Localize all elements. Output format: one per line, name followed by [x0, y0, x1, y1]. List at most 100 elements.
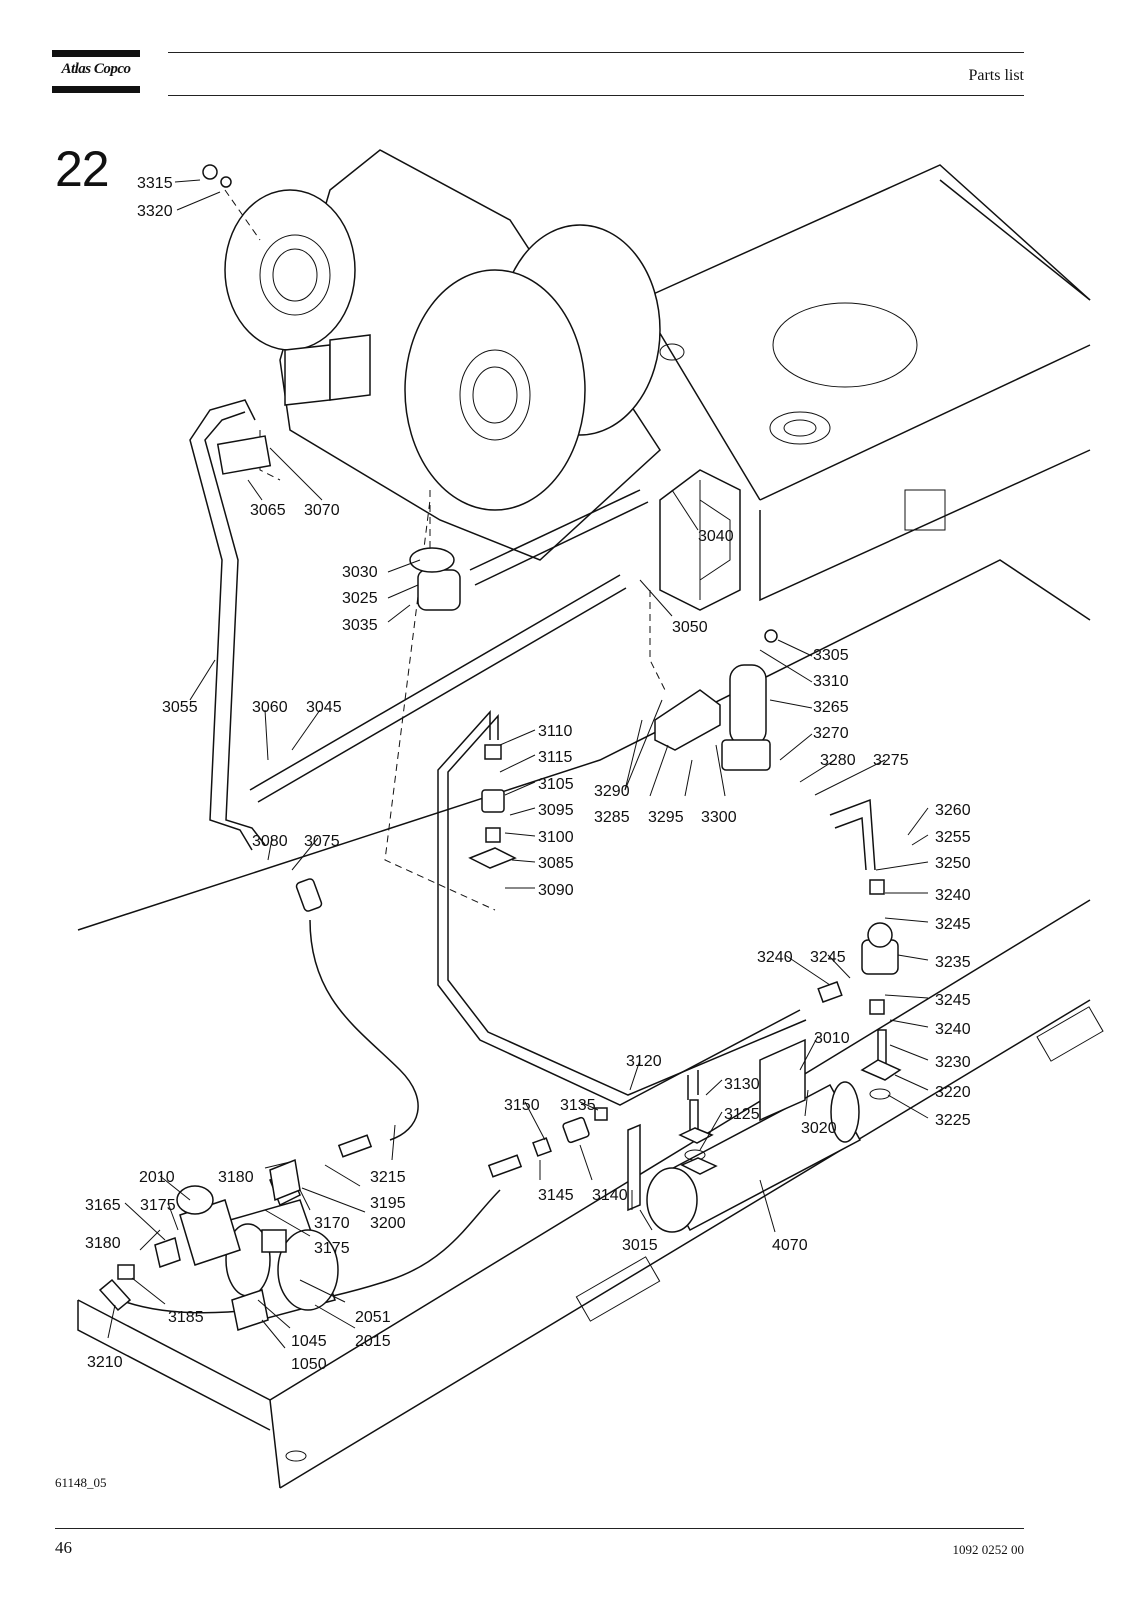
callout-3100: 3100	[538, 829, 574, 846]
base-frame	[77, 559, 1104, 1489]
callout-3145: 3145	[538, 1187, 574, 1204]
callout-3245: 3245	[810, 949, 846, 966]
callout-3240: 3240	[935, 1021, 971, 1038]
callout-3235: 3235	[935, 954, 971, 971]
callout-3180: 3180	[85, 1235, 121, 1252]
callout-3240: 3240	[935, 887, 971, 904]
callout-3285: 3285	[594, 809, 630, 826]
callout-3165: 3165	[85, 1197, 121, 1214]
flexible-hose	[119, 919, 501, 1314]
callout-3075: 3075	[304, 833, 340, 850]
hose-3045	[249, 489, 649, 803]
stand-3230	[860, 1029, 902, 1100]
callout-3135: 3135	[560, 1097, 596, 1114]
leader-lines	[107, 179, 929, 1349]
figure-id: 61148_05	[55, 1475, 107, 1490]
callout-3270: 3270	[813, 725, 849, 742]
callout-3115: 3115	[538, 749, 573, 766]
callout-3070: 3070	[304, 502, 340, 519]
callout-3035: 3035	[342, 617, 378, 634]
callout-2010: 2010	[139, 1169, 175, 1186]
callout-3200: 3200	[370, 1215, 406, 1232]
section-number: 22	[55, 141, 110, 197]
callout-3255: 3255	[935, 829, 971, 846]
filter-3265	[654, 629, 778, 771]
footer-rule	[55, 1528, 1024, 1529]
pipe-3055	[189, 399, 266, 851]
callout-3060: 3060	[252, 699, 288, 716]
callout-3305: 3305	[813, 647, 849, 664]
header-title: Parts list	[968, 67, 1024, 84]
callout-3245: 3245	[935, 992, 971, 1009]
fittings	[98, 164, 843, 1312]
callout-3275: 3275	[873, 752, 909, 769]
page-number: 46	[55, 1538, 72, 1557]
callout-3125: 3125	[724, 1106, 760, 1123]
callout-3095: 3095	[538, 802, 574, 819]
callout-3130: 3130	[724, 1076, 760, 1093]
callout-labels: 3315 3320 3065 3070 3030 3025 3035 3040 …	[85, 175, 971, 1373]
callout-3185: 3185	[168, 1309, 204, 1326]
stand-3130	[678, 1099, 718, 1175]
callout-2051: 2051	[355, 1309, 391, 1326]
tank-4070	[627, 1038, 862, 1233]
callout-3055: 3055	[162, 699, 198, 716]
callout-3195: 3195	[370, 1195, 406, 1212]
callout-3105: 3105	[538, 776, 574, 793]
callout-3310: 3310	[813, 673, 849, 690]
mounting-bracket	[659, 469, 741, 611]
callout-3225: 3225	[935, 1112, 971, 1129]
callout-3110: 3110	[538, 723, 573, 740]
callout-3300: 3300	[701, 809, 737, 826]
callout-3025: 3025	[342, 590, 378, 607]
callout-3260: 3260	[935, 802, 971, 819]
pipe-3250	[829, 798, 876, 871]
document-number: 1092 0252 00	[952, 1542, 1025, 1557]
callout-3280: 3280	[820, 752, 856, 769]
header-rule-top	[168, 52, 1024, 53]
callout-3245: 3245	[935, 916, 971, 933]
callout-4070: 4070	[772, 1237, 808, 1254]
callout-3230: 3230	[935, 1054, 971, 1071]
callout-1045: 1045	[291, 1333, 327, 1350]
callout-3150: 3150	[504, 1097, 540, 1114]
callout-3050: 3050	[672, 619, 708, 636]
callout-3085: 3085	[538, 855, 574, 872]
callout-3290: 3290	[594, 783, 630, 800]
callout-3220: 3220	[935, 1084, 971, 1101]
callout-2015: 2015	[355, 1333, 391, 1350]
callout-3020: 3020	[801, 1120, 837, 1137]
callout-3250: 3250	[935, 855, 971, 872]
callout-3090: 3090	[538, 882, 574, 899]
callout-3010: 3010	[814, 1030, 850, 1047]
pipe-3120	[437, 710, 807, 1106]
brand-name: Atlas Copco	[61, 61, 131, 77]
callout-3140: 3140	[592, 1187, 628, 1204]
header-rule-bottom	[168, 95, 1024, 96]
callout-3215: 3215	[370, 1169, 406, 1186]
callout-3265: 3265	[813, 699, 849, 716]
callout-3175: 3175	[140, 1197, 176, 1214]
callout-3120: 3120	[626, 1053, 662, 1070]
callout-3045: 3045	[306, 699, 342, 716]
callout-3175: 3175	[314, 1240, 350, 1257]
callout-3040: 3040	[698, 528, 734, 545]
callout-3210: 3210	[87, 1354, 123, 1371]
callout-3030: 3030	[342, 564, 378, 581]
valve-3235	[861, 879, 899, 1015]
atlas-copco-logo: Atlas Copco	[52, 50, 140, 94]
gearbox-housing	[224, 149, 661, 561]
callout-1050: 1050	[291, 1356, 327, 1373]
callout-3170: 3170	[314, 1215, 350, 1232]
callout-3080: 3080	[252, 833, 288, 850]
callout-3015: 3015	[622, 1237, 658, 1254]
callout-3320: 3320	[137, 203, 173, 220]
callout-3295: 3295	[648, 809, 684, 826]
callout-3180: 3180	[218, 1169, 254, 1186]
callout-3315: 3315	[137, 175, 173, 192]
callout-3065: 3065	[250, 502, 286, 519]
frame-beam	[639, 164, 1091, 602]
callout-3240: 3240	[757, 949, 793, 966]
